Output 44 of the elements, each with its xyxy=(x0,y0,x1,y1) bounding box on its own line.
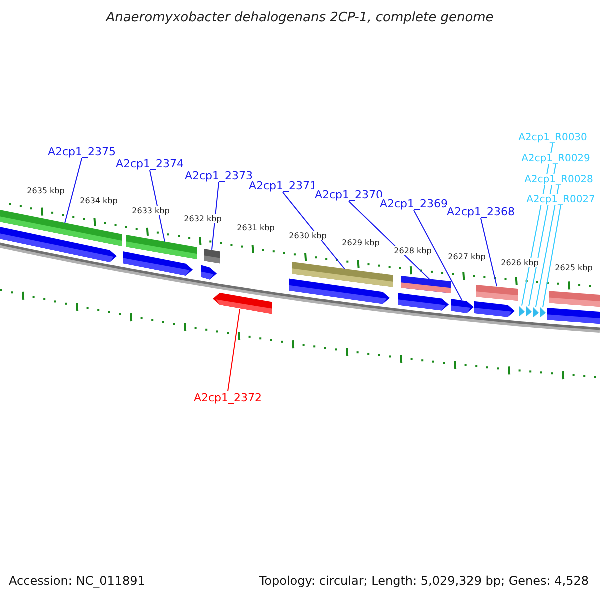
leader-line xyxy=(536,185,560,308)
leader-line xyxy=(542,205,562,308)
scale-label: 2631 kbp xyxy=(237,224,275,232)
gene-bar xyxy=(126,235,197,260)
gene-feature xyxy=(213,293,272,314)
rna-marker xyxy=(526,306,532,318)
leader-line xyxy=(212,182,220,250)
scale-label: 2632 kbp xyxy=(184,214,222,224)
scale-label: 2628 kbp xyxy=(394,246,432,256)
rna-marker xyxy=(533,306,539,318)
gene-bar xyxy=(0,210,122,246)
scale-label: 2627 kbp xyxy=(448,252,486,262)
scale-label: 2630 kbp xyxy=(289,232,327,240)
gene-label: A2cp1_2369 xyxy=(378,198,450,210)
gene-label: A2cp1_2372 xyxy=(192,392,264,404)
leader-line xyxy=(64,158,82,224)
leader-line xyxy=(480,218,498,288)
leader-line xyxy=(348,201,430,280)
leader-line xyxy=(414,210,462,301)
gene-bar xyxy=(476,284,518,300)
gene-bar xyxy=(401,276,451,294)
scale-label: 2633 kbp xyxy=(132,206,170,216)
gene-feature xyxy=(451,298,474,314)
scale-label: 2635 kbp xyxy=(27,186,65,196)
title: Anaeromyxobacter dehalogenans 2CP-1, complete genome xyxy=(106,10,494,26)
gene-label: A2cp1_R0028 xyxy=(524,174,594,186)
accession-text: Accession: NC_011891 xyxy=(9,574,146,588)
leader-line xyxy=(150,170,166,243)
scale-label: 2625 kbp xyxy=(555,264,593,272)
scale-label: 2629 kbp xyxy=(342,238,380,248)
gene-label: A2cp1_2375 xyxy=(46,146,118,158)
gene-bar xyxy=(204,248,220,264)
summary-text: Topology: circular; Length: 5,029,329 bp; Genes: 4,528 xyxy=(259,574,589,588)
gene-label: A2cp1_2373 xyxy=(184,170,254,182)
gene-label: A2cp1_R0029 xyxy=(520,154,592,164)
leader-line xyxy=(282,192,346,270)
gene-label: A2cp1_R0030 xyxy=(518,132,588,144)
gene-bar xyxy=(292,262,393,288)
leader-line xyxy=(228,308,240,392)
rna-marker xyxy=(519,306,525,318)
gene-label: A2cp1_2374 xyxy=(114,158,186,170)
gene-label: A2cp1_R0027 xyxy=(526,194,596,206)
scale-label: 2626 kbp xyxy=(501,258,539,268)
gene-label: A2cp1_2368 xyxy=(446,206,516,218)
